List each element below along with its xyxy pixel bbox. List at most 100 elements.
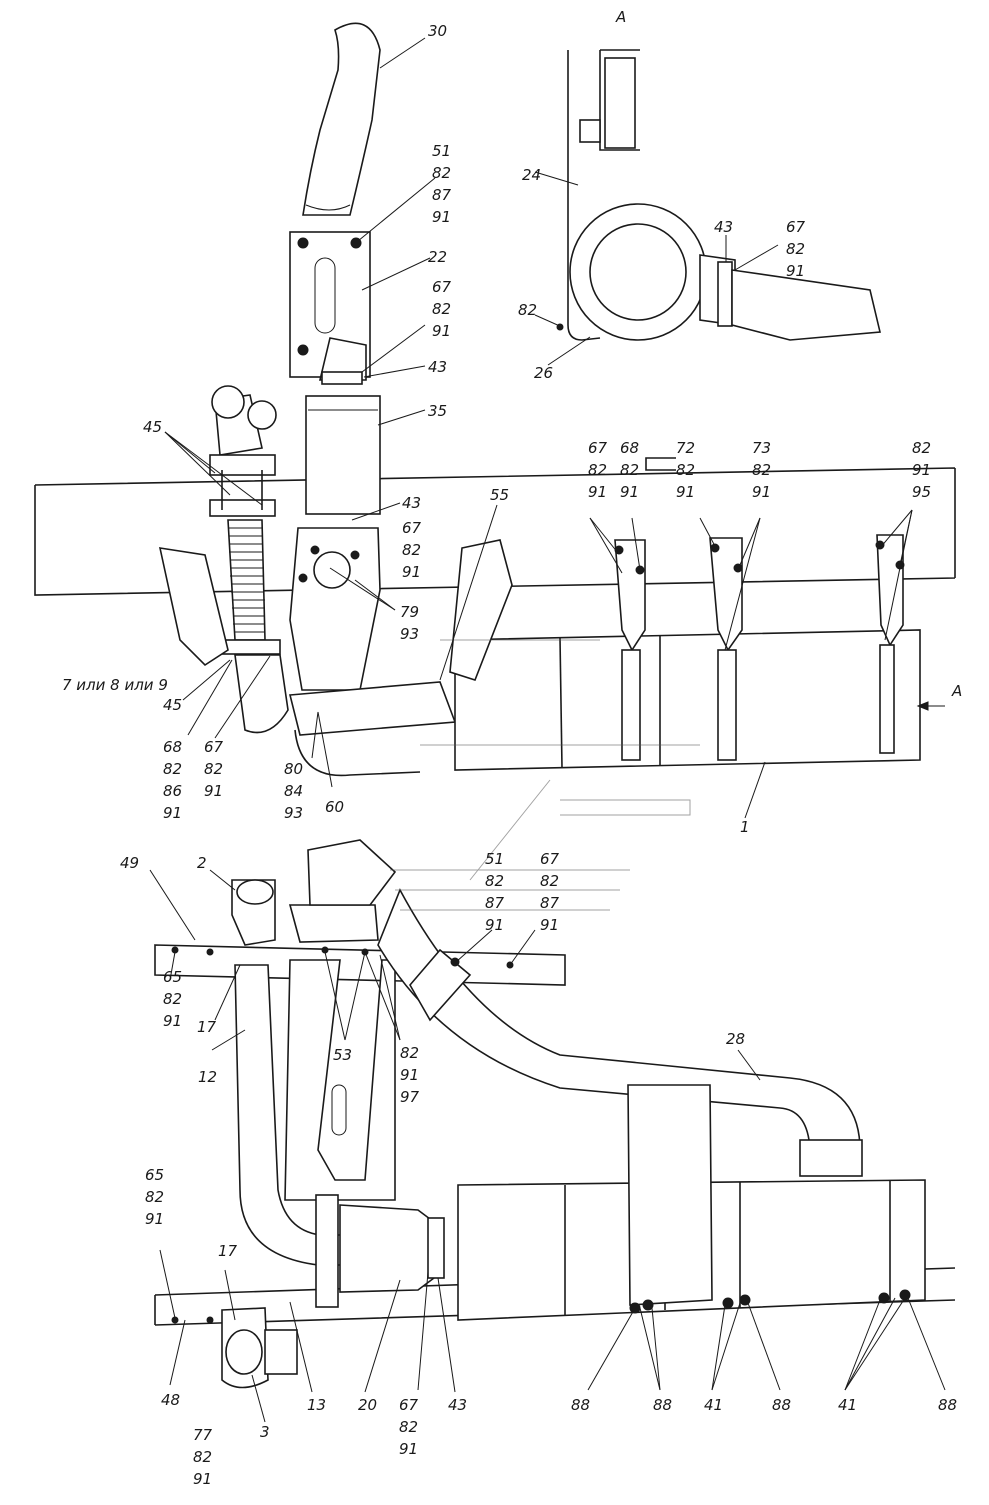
callout-line: 65 <box>145 1166 164 1184</box>
callout-line: 91 <box>400 1066 419 1084</box>
callout-line: 91 <box>432 322 451 340</box>
callout-line: 87 <box>540 894 560 912</box>
callout-c24: 24 <box>522 166 541 184</box>
callout-line: 17 <box>197 1018 217 1036</box>
callout-line: 43 <box>428 358 447 376</box>
callout-line: 91 <box>399 1440 418 1458</box>
callout-line: 12 <box>198 1068 217 1086</box>
callout-line: 55 <box>490 486 509 504</box>
callout-c20: 20 <box>358 1396 377 1414</box>
muffler-lower <box>457 1084 926 1321</box>
callout-line: 13 <box>307 1396 326 1414</box>
callout-line: 91 <box>485 916 504 934</box>
callout-line: 48 <box>161 1391 180 1409</box>
callout-line: 91 <box>204 782 223 800</box>
callout-line: 28 <box>726 1030 745 1048</box>
callout-c43d: 43 <box>448 1396 467 1414</box>
flex-hose <box>227 519 266 641</box>
callout-line: 72 <box>676 439 695 457</box>
watermark <box>390 639 700 911</box>
callout-c49: 49 <box>120 854 139 872</box>
callout-line: 88 <box>938 1396 957 1414</box>
callout-line: 82 <box>912 439 931 457</box>
callout-line: 24 <box>522 166 541 184</box>
lower-view <box>154 839 956 1389</box>
callout-c45a: 45 <box>143 418 162 436</box>
callout-c88a: 88 <box>571 1396 590 1414</box>
callout-line: 86 <box>163 782 182 800</box>
callout-line: 91 <box>786 262 805 280</box>
callout-line: 82 <box>752 461 771 479</box>
callout-line: 82 <box>204 760 223 778</box>
callout-line: 77 <box>193 1426 213 1444</box>
view-a-label: A <box>615 8 626 26</box>
callout-line: 49 <box>120 854 139 872</box>
callout-c17a: 17 <box>197 1018 217 1036</box>
clamp-43-upper <box>321 371 363 385</box>
callout-line: 30 <box>428 22 447 40</box>
callout-line: 20 <box>358 1396 377 1414</box>
callout-line: 41 <box>704 1396 723 1414</box>
callout-c43c: 43 <box>714 218 733 236</box>
callout-line: 91 <box>145 1210 164 1228</box>
callout-c26: 26 <box>534 364 553 382</box>
callout-c68a: 68 82 86 91 <box>163 738 182 822</box>
callout-line: 26 <box>534 364 553 382</box>
callout-line: 91 <box>540 916 559 934</box>
callout-c7: 7 или 8 или 9 <box>62 676 168 694</box>
callout-line: 91 <box>402 563 421 581</box>
callout-line: 53 <box>333 1046 352 1064</box>
muffler-straps <box>614 534 905 761</box>
callout-c35: 35 <box>428 402 447 420</box>
callout-c28: 28 <box>726 1030 745 1048</box>
callout-line: 41 <box>838 1396 857 1414</box>
callout-line: 82 <box>432 300 451 318</box>
callout-c45b: 45 <box>163 696 182 714</box>
callout-line: 43 <box>448 1396 467 1414</box>
callout-line: 68 <box>163 738 182 756</box>
callout-line: 95 <box>912 483 931 501</box>
callout-c43a: 43 <box>428 358 447 376</box>
callout-line: 67 <box>204 738 224 756</box>
callout-line: 67 <box>540 850 560 868</box>
callout-c17b: 17 <box>218 1242 238 1260</box>
callout-c53: 53 <box>333 1046 352 1064</box>
callout-line: 91 <box>193 1470 212 1488</box>
callout-c12: 12 <box>198 1068 217 1086</box>
callout-line: 88 <box>571 1396 590 1414</box>
callout-line: 67 <box>432 278 452 296</box>
callout-line: 91 <box>163 804 182 822</box>
callout-line: 93 <box>284 804 303 822</box>
callout-line: 1 <box>740 818 750 836</box>
callout-line: 91 <box>432 208 451 226</box>
callout-c43b: 43 <box>402 494 421 512</box>
callout-line: 87 <box>485 894 505 912</box>
callout-c48: 48 <box>161 1391 180 1409</box>
callout-line: 7 или 8 или 9 <box>62 676 168 694</box>
callout-line: 88 <box>772 1396 791 1414</box>
callout-c41b: 41 <box>838 1396 857 1414</box>
callout-c2: 2 <box>197 854 207 872</box>
callout-line: 91 <box>163 1012 182 1030</box>
callout-line: 51 <box>432 142 451 160</box>
callout-line: 68 <box>620 439 639 457</box>
callout-line: 91 <box>676 483 695 501</box>
upper-view <box>34 22 956 777</box>
callout-line: 82 <box>485 872 504 890</box>
callout-line: 82 <box>163 760 182 778</box>
muffler <box>454 629 921 771</box>
